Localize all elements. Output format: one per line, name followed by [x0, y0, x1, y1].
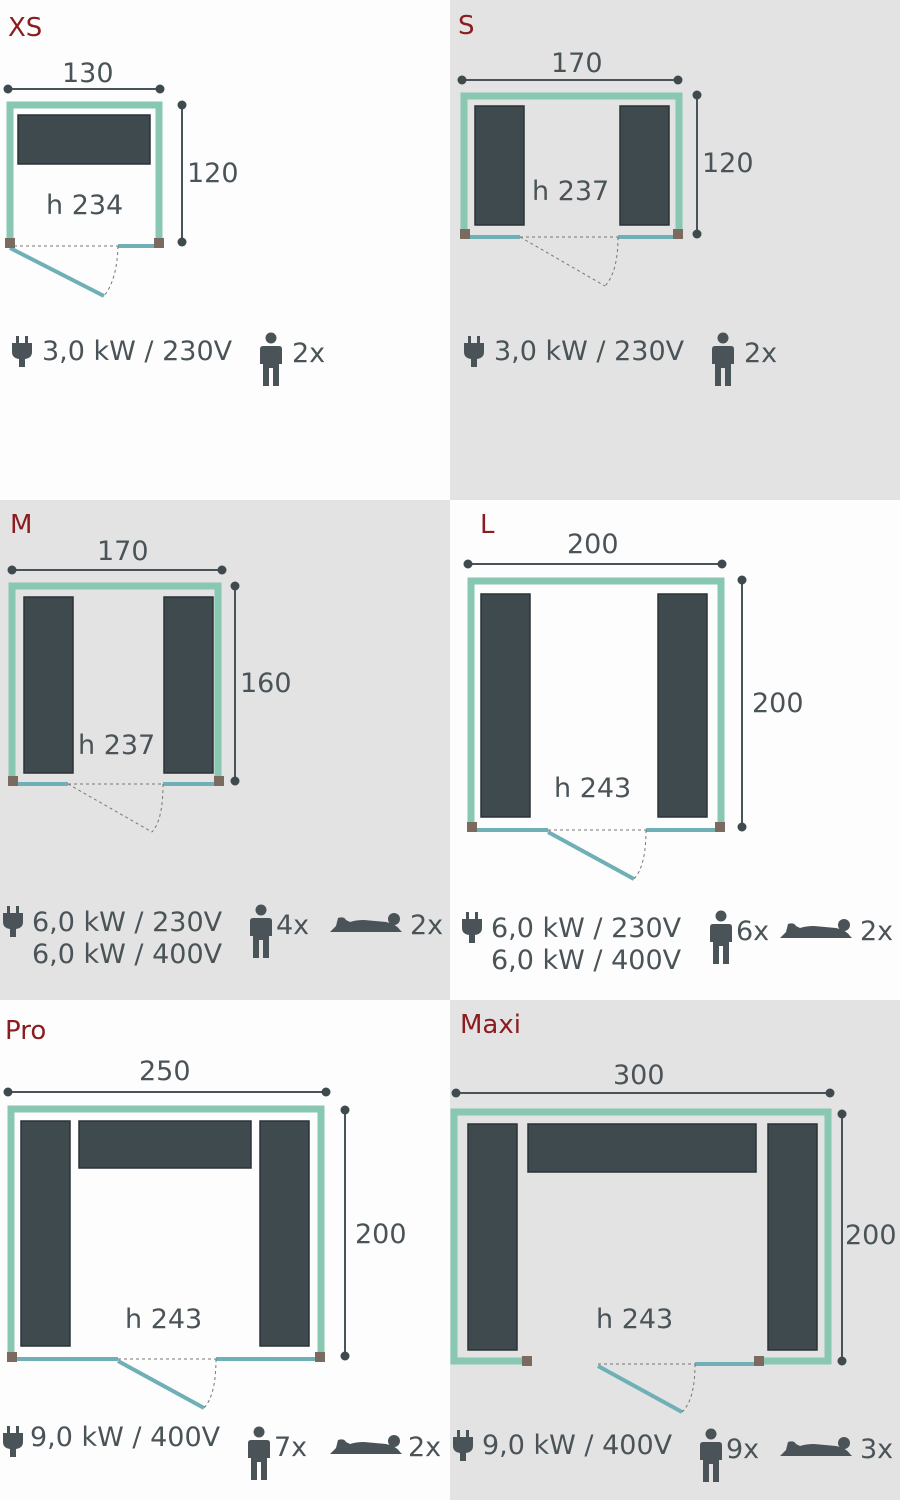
depth-label: 120	[187, 158, 239, 189]
model-card-s: S 170 120 h 237 3,0 kW / 230V 2x	[450, 0, 900, 500]
lying-count: 2x	[410, 910, 444, 941]
depth-label: 200	[355, 1219, 407, 1250]
model-name: S	[458, 11, 475, 41]
power-spec: 3,0 kW / 230V	[494, 336, 684, 368]
persons-count: 2x	[292, 338, 326, 369]
floor-plan-l	[462, 559, 852, 964]
model-card-pro: Pro 250 200 h 243 9,0 kW / 400V 7x 2x	[0, 1000, 450, 1500]
model-name: M	[10, 510, 33, 540]
width-label: 200	[567, 529, 619, 560]
width-label: 170	[551, 48, 603, 79]
floor-plan-xs	[3, 84, 282, 386]
floor-plan-maxi	[450, 1088, 852, 1482]
height-label: h 237	[78, 730, 156, 761]
model-card-m: M 170 160 h 237 6,0 kW / 230V 6,0 kW / 4…	[0, 500, 450, 1000]
depth-label: 200	[752, 688, 804, 719]
persons-count: 2x	[744, 338, 778, 369]
model-card-xs: XS 130 120 h 234 3,0 kW / 230V 2x	[0, 0, 450, 500]
floor-plan-pro	[3, 1087, 402, 1480]
model-name: Pro	[5, 1016, 47, 1046]
model-card-l: L 200 200 h 243 6,0 kW / 230V 6,0 kW / 4…	[450, 500, 900, 1000]
model-name: XS	[8, 13, 43, 43]
model-card-maxi: Maxi 300 200 h 243 9,0 kW / 400V 9x 3x	[450, 1000, 900, 1500]
power-line: 3,0 kW / 230V	[494, 336, 685, 367]
height-label: h 243	[125, 1304, 203, 1335]
persons-count: 6x	[736, 916, 770, 947]
power-line: 6,0 kW / 230V	[491, 913, 682, 944]
model-name: L	[480, 510, 495, 540]
power-spec: 6,0 kW / 230V 6,0 kW / 400V	[491, 913, 681, 977]
lying-count: 2x	[408, 1432, 442, 1463]
depth-label: 160	[240, 668, 292, 699]
height-label: h 234	[46, 190, 124, 221]
depth-label: 120	[702, 148, 754, 179]
power-line: 3,0 kW / 230V	[42, 336, 233, 367]
power-line: 6,0 kW / 400V	[491, 945, 682, 976]
power-spec: 9,0 kW / 400V	[482, 1430, 672, 1462]
width-label: 130	[62, 58, 114, 89]
width-label: 300	[613, 1060, 665, 1091]
power-spec: 6,0 kW / 230V 6,0 kW / 400V	[32, 907, 222, 971]
power-line: 6,0 kW / 230V	[32, 907, 223, 938]
power-line: 9,0 kW / 400V	[30, 1422, 221, 1453]
persons-count: 7x	[274, 1432, 308, 1463]
depth-label: 200	[845, 1220, 897, 1251]
persons-count: 4x	[276, 910, 310, 941]
height-label: h 237	[532, 176, 610, 207]
lying-count: 3x	[860, 1434, 894, 1465]
width-label: 250	[139, 1056, 191, 1087]
height-label: h 243	[596, 1304, 674, 1335]
floor-plan-m	[3, 565, 402, 958]
height-label: h 243	[554, 773, 632, 804]
floor-plan-s	[457, 75, 734, 386]
persons-count: 9x	[726, 1434, 760, 1465]
width-label: 170	[97, 536, 149, 567]
power-line: 9,0 kW / 400V	[482, 1430, 673, 1461]
lying-count: 2x	[860, 916, 894, 947]
model-name: Maxi	[460, 1010, 521, 1040]
power-spec: 9,0 kW / 400V	[30, 1422, 220, 1454]
power-spec: 3,0 kW / 230V	[42, 336, 232, 368]
power-line: 6,0 kW / 400V	[32, 939, 223, 970]
